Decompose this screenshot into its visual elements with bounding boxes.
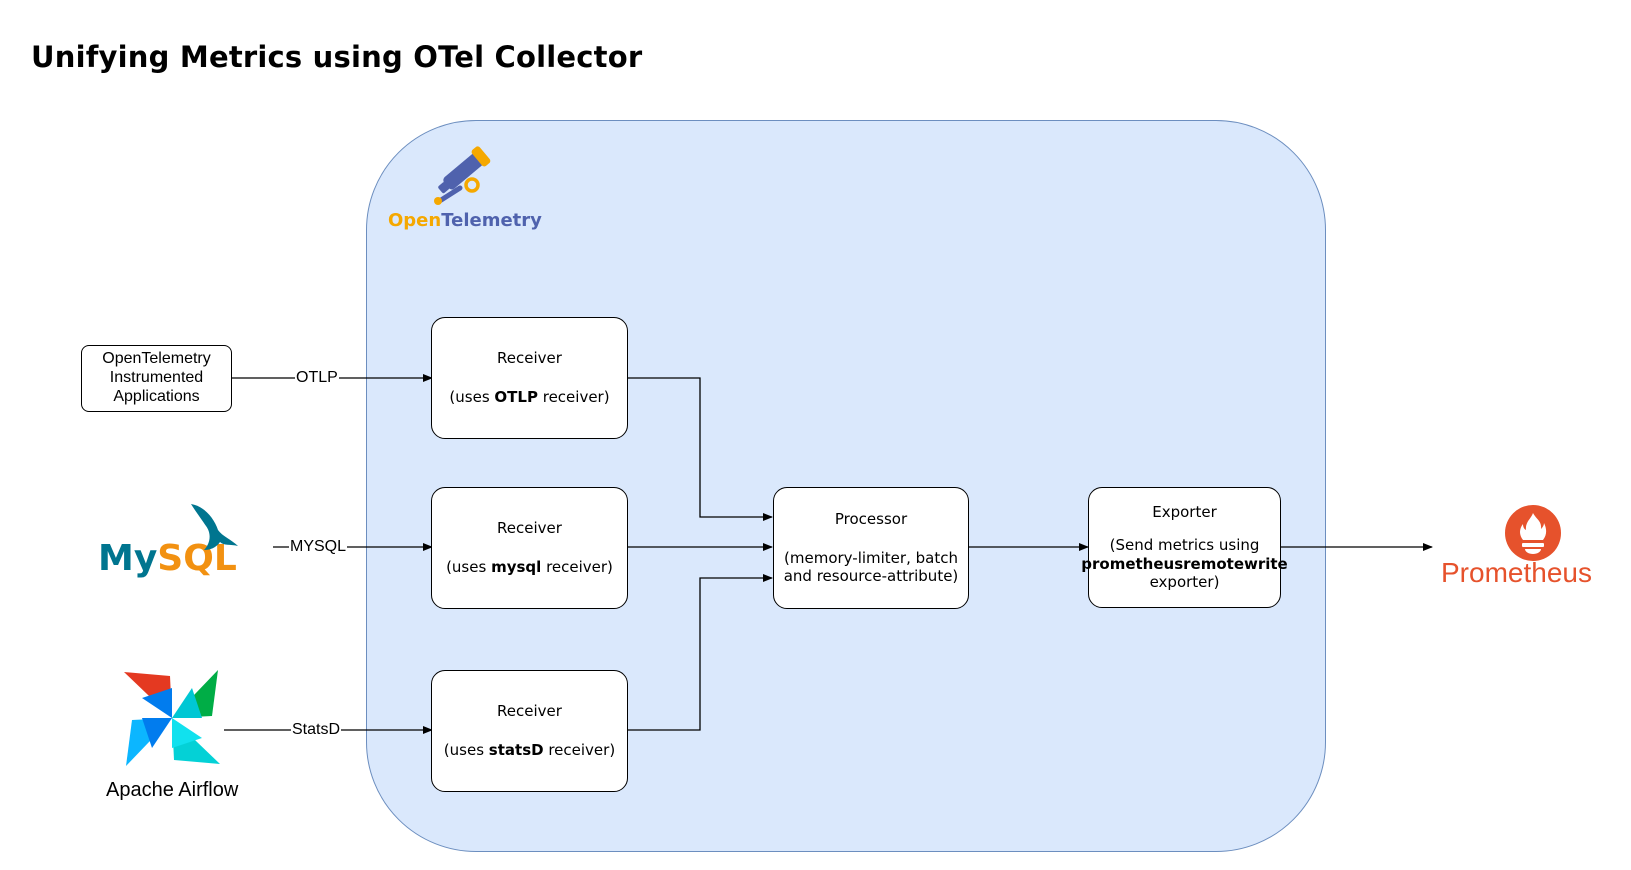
receiver-mysql: Receiver (uses mysql receiver) [431, 487, 628, 609]
edge-label-mysql: MYSQL [289, 538, 348, 556]
opentelemetry-logo-text: OpenTelemetry [388, 210, 542, 231]
telescope-icon [434, 146, 491, 205]
receiver-desc: (uses statsD receiver) [443, 741, 616, 759]
edge-receiver3-processor [627, 574, 773, 731]
receiver-desc: (uses OTLP receiver) [449, 388, 610, 406]
exporter-desc-line1: (Send metrics using [1109, 535, 1260, 554]
edge-label-otlp: OTLP [295, 369, 339, 387]
otel-apps-source: OpenTelemetry Instrumented Applications [81, 345, 232, 412]
receiver-statsd: Receiver (uses statsD receiver) [431, 670, 628, 792]
exporter-desc-line2: prometheusremotewrite [1081, 554, 1288, 573]
receiver-title: Receiver [497, 702, 562, 721]
exporter-title: Exporter [1152, 503, 1217, 521]
prometheus-icon [1505, 505, 1561, 561]
receiver-title: Receiver [497, 519, 562, 538]
receiver-title: Receiver [497, 349, 562, 368]
edge-label-statsd: StatsD [291, 721, 342, 739]
prometheus-label: Prometheus [1441, 557, 1592, 588]
svg-text:MySQL: MySQL [98, 538, 237, 579]
mysql-logo: MySQL [98, 504, 238, 579]
edge-receiver1-processor [627, 377, 773, 521]
processor-node: Processor (memory-limiter, batch and res… [773, 487, 969, 609]
exporter-desc-line3: exporter) [1149, 573, 1220, 592]
airflow-label: Apache Airflow [106, 779, 239, 801]
page-title: Unifying Metrics using OTel Collector [31, 40, 643, 74]
processor-title: Processor [834, 509, 908, 528]
receiver-desc: (uses mysql receiver) [446, 558, 613, 576]
airflow-logo [124, 670, 220, 766]
receiver-otlp: Receiver (uses OTLP receiver) [431, 317, 628, 439]
processor-desc: (memory-limiter, batch and resource-attr… [783, 548, 959, 586]
exporter-node: Exporter (Send metrics using prometheusr… [1081, 487, 1288, 608]
